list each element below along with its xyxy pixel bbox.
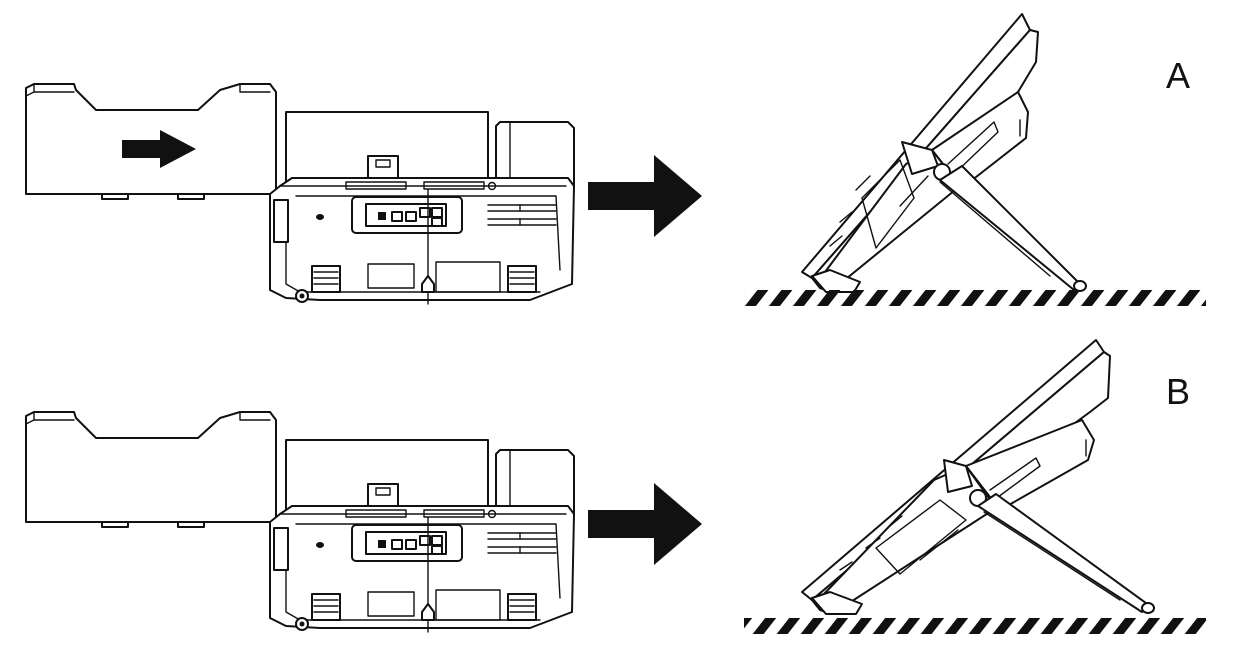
phone-back-view-b <box>269 439 575 633</box>
hatched-ground-b <box>744 618 1206 634</box>
stand-bracket-a <box>25 83 277 200</box>
phone-side-view-a <box>801 13 1087 293</box>
panel-a: A <box>25 13 1206 306</box>
right-arrow-icon <box>122 130 196 168</box>
panel-label-a: A <box>1166 55 1190 96</box>
phone-side-view-b <box>801 339 1155 615</box>
next-step-arrow-b <box>588 483 702 565</box>
stand-bracket-b <box>25 411 277 528</box>
hatched-ground-a <box>744 290 1206 306</box>
panel-b <box>25 411 702 633</box>
panel-label-b: B <box>1166 371 1190 412</box>
phone-back-view-a <box>269 111 575 305</box>
next-step-arrow-a <box>588 155 702 237</box>
